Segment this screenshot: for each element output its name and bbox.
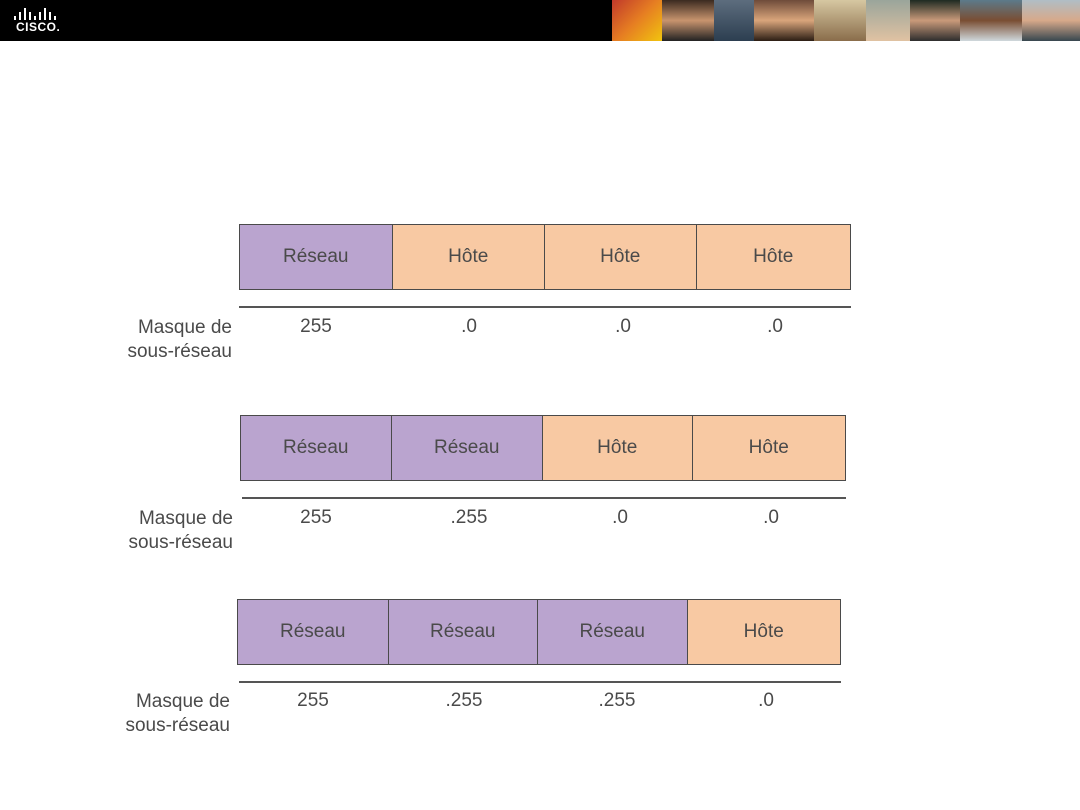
header-bar: CISCO.	[0, 0, 1080, 41]
cisco-logo: CISCO.	[14, 6, 64, 36]
mask-value: .0	[461, 316, 477, 337]
mask-value: .0	[615, 316, 631, 337]
divider-line	[239, 306, 851, 308]
mask-value: .255	[598, 690, 636, 711]
mask-value: .255	[450, 507, 488, 528]
network-cell: Réseau	[241, 416, 392, 480]
photo-image	[662, 0, 714, 41]
address-row-2: Réseau Réseau Hôte Hôte	[240, 415, 846, 481]
photo-image	[754, 0, 814, 41]
host-cell: Hôte	[696, 225, 850, 289]
mask-value: .0	[763, 507, 779, 528]
mask-label-line: Masque de	[138, 508, 233, 529]
photo-image	[960, 0, 1022, 41]
photo-image	[814, 0, 866, 41]
logo-text: CISCO.	[16, 20, 61, 34]
cisco-bars-icon	[14, 6, 60, 20]
address-row-1: Réseau Hôte Hôte Hôte	[239, 224, 851, 290]
mask-label-line: Masque de	[137, 317, 232, 338]
divider-line	[239, 681, 841, 683]
mask-label-line: sous-réseau	[128, 532, 233, 553]
photo-image	[714, 0, 754, 41]
mask-value: .0	[758, 690, 774, 711]
mask-value: 255	[300, 316, 332, 337]
mask-label-3: Masque de sous-réseau	[90, 690, 230, 738]
host-cell: Hôte	[545, 225, 697, 289]
network-cell: Réseau	[238, 600, 389, 664]
address-row-3: Réseau Réseau Réseau Hôte	[237, 599, 841, 665]
host-cell: Hôte	[392, 225, 545, 289]
mask-label-2: Masque de sous-réseau	[93, 507, 233, 555]
host-cell: Hôte	[543, 416, 693, 480]
network-cell: Réseau	[388, 600, 538, 664]
mask-value: .0	[612, 507, 628, 528]
network-cell: Réseau	[240, 225, 393, 289]
mask-label-line: sous-réseau	[127, 341, 232, 362]
photo-image	[910, 0, 960, 41]
photo-image	[866, 0, 910, 41]
mask-label-1: Masque de sous-réseau	[92, 316, 232, 364]
mask-label-line: sous-réseau	[125, 715, 230, 736]
photo-image	[1022, 0, 1080, 41]
divider-line	[242, 497, 846, 499]
host-cell: Hôte	[687, 600, 840, 664]
photo-image	[612, 0, 662, 41]
mask-value: 255	[297, 690, 329, 711]
photo-strip	[612, 0, 1080, 41]
mask-label-line: Masque de	[135, 691, 230, 712]
network-cell: Réseau	[538, 600, 688, 664]
mask-value: 255	[300, 507, 332, 528]
network-cell: Réseau	[391, 416, 543, 480]
mask-value: .255	[445, 690, 483, 711]
host-cell: Hôte	[692, 416, 845, 480]
mask-value: .0	[767, 316, 783, 337]
